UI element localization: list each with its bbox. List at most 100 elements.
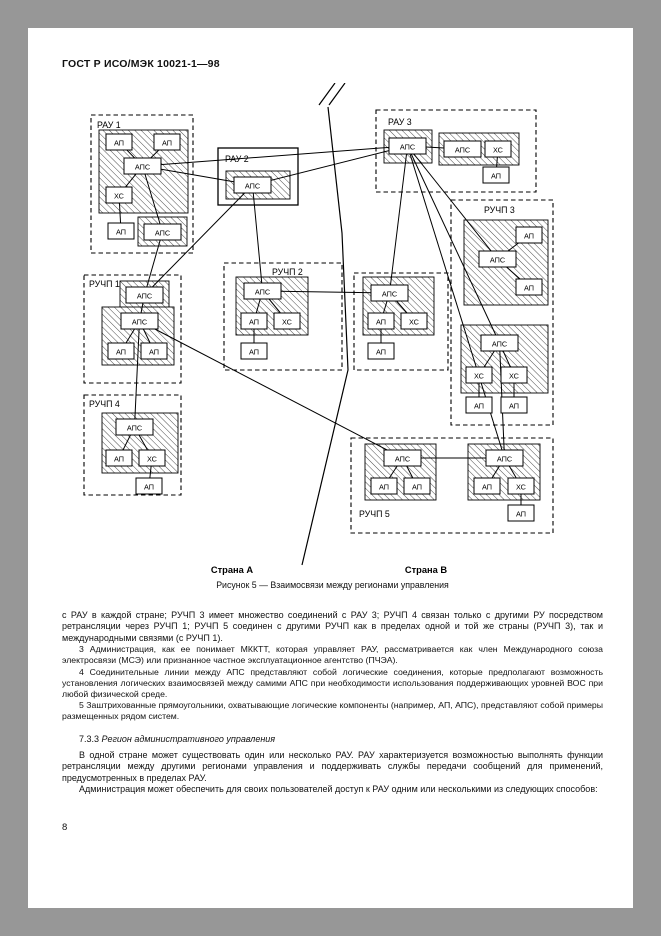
note-3: 3 Администрация, как ее понимает МККТТ, … bbox=[62, 644, 603, 666]
node-box bbox=[105, 133, 133, 151]
node-box bbox=[370, 284, 409, 302]
node-box bbox=[403, 477, 431, 495]
node-label: ХС bbox=[516, 482, 526, 491]
node-box bbox=[507, 504, 535, 522]
paragraph: В одной стране может существовать один и… bbox=[62, 750, 603, 783]
region-label: РУЧП 2 bbox=[272, 267, 303, 277]
region-box bbox=[83, 394, 182, 496]
region-label: РАУ 1 bbox=[97, 120, 121, 130]
node-label: ХС bbox=[474, 371, 484, 380]
region-label: РУЧП 1 bbox=[89, 279, 120, 289]
node-box bbox=[465, 396, 493, 414]
node-label: АП bbox=[524, 231, 534, 240]
node-label: АПС bbox=[395, 454, 410, 463]
connection-line bbox=[144, 231, 163, 296]
node-label: АП bbox=[114, 454, 124, 463]
region-box bbox=[375, 109, 537, 193]
node-label: ХС bbox=[282, 317, 292, 326]
country-label: Страна В bbox=[405, 565, 447, 575]
figure-caption: Рисунок 5 — Взаимосвязи между регионами … bbox=[216, 580, 449, 590]
node-box bbox=[273, 312, 301, 330]
node-label: ХС bbox=[493, 145, 503, 154]
node-label: АП bbox=[509, 401, 519, 410]
region-label: РУЧП 4 bbox=[89, 399, 120, 409]
node-label: ХС bbox=[114, 191, 124, 200]
region-label: РУЧП 3 bbox=[484, 205, 515, 215]
node-label: АП bbox=[376, 347, 386, 356]
connection-line bbox=[142, 165, 163, 233]
node-box bbox=[240, 312, 268, 330]
node-box bbox=[143, 223, 182, 241]
node-label: АПС bbox=[490, 255, 505, 264]
body-text: с РАУ в каждой стране; РУЧП 3 имеет множ… bbox=[62, 610, 603, 796]
paragraph: Администрация может обеспечить для своих… bbox=[79, 784, 598, 795]
node-box bbox=[388, 137, 427, 155]
node-label: АП bbox=[249, 347, 259, 356]
region-box bbox=[217, 147, 299, 206]
node-box bbox=[105, 186, 133, 204]
node-label: АПС bbox=[132, 317, 147, 326]
node-box bbox=[480, 334, 519, 352]
node-box bbox=[243, 282, 282, 300]
country-divider-line bbox=[301, 106, 349, 566]
node-label: АПС bbox=[455, 145, 470, 154]
node-box bbox=[240, 342, 268, 360]
node-label: АП bbox=[516, 509, 526, 518]
node-label: АПС bbox=[245, 181, 260, 190]
node-label: АПС bbox=[137, 291, 152, 300]
region-box bbox=[353, 272, 449, 371]
node-label: АП bbox=[162, 138, 172, 147]
node-box bbox=[500, 396, 528, 414]
region-label: РАУ 2 bbox=[225, 154, 249, 164]
region-box bbox=[350, 437, 554, 534]
paragraph-continuation: с РАУ в каждой стране; РУЧП 3 имеет множ… bbox=[62, 610, 603, 643]
node-label: АП bbox=[482, 482, 492, 491]
node-box bbox=[107, 342, 135, 360]
node-label: АП bbox=[412, 482, 422, 491]
region-box bbox=[450, 199, 554, 426]
divider-break-mark bbox=[328, 83, 346, 106]
node-label: АП bbox=[491, 171, 501, 180]
connection-line bbox=[407, 145, 498, 260]
connection-line bbox=[252, 145, 408, 186]
node-label: ХС bbox=[147, 454, 157, 463]
connection-line bbox=[389, 145, 408, 294]
connection-line bbox=[144, 184, 253, 296]
country-label: Страна А bbox=[211, 565, 253, 575]
region-label: РАУ 3 bbox=[388, 117, 412, 127]
node-box bbox=[123, 157, 162, 175]
section-number: 7.3.3 bbox=[79, 733, 100, 744]
node-box bbox=[482, 166, 510, 184]
node-label: АПС bbox=[400, 142, 415, 151]
connection-line bbox=[134, 320, 140, 428]
note-4: 4 Соединительные линии между АПС предста… bbox=[62, 666, 603, 700]
node-box bbox=[515, 278, 543, 296]
note-5: 5 Заштрихованные прямоугольники, охватыв… bbox=[62, 700, 603, 722]
connection-line bbox=[142, 145, 408, 167]
node-label: АПС bbox=[492, 339, 507, 348]
node-label: АПС bbox=[155, 228, 170, 237]
page-number: 8 bbox=[62, 821, 68, 833]
node-box bbox=[515, 226, 543, 244]
connection-line bbox=[407, 145, 500, 344]
node-box bbox=[367, 312, 395, 330]
node-box bbox=[107, 222, 135, 240]
node-label: АПС bbox=[255, 287, 270, 296]
connection-line bbox=[139, 320, 403, 459]
node-box bbox=[507, 477, 535, 495]
node-label: АП bbox=[379, 482, 389, 491]
node-label: АПС bbox=[382, 289, 397, 298]
node-box bbox=[484, 140, 512, 158]
node-box bbox=[370, 477, 398, 495]
node-label: АП bbox=[376, 317, 386, 326]
node-box bbox=[473, 477, 501, 495]
node-box bbox=[233, 176, 272, 194]
node-label: АП bbox=[116, 227, 126, 236]
node-label: АПС bbox=[127, 423, 142, 432]
node-label: ХС bbox=[409, 317, 419, 326]
region-label: РУЧП 5 bbox=[359, 509, 390, 519]
connection-line bbox=[252, 184, 263, 292]
node-box bbox=[105, 449, 133, 467]
